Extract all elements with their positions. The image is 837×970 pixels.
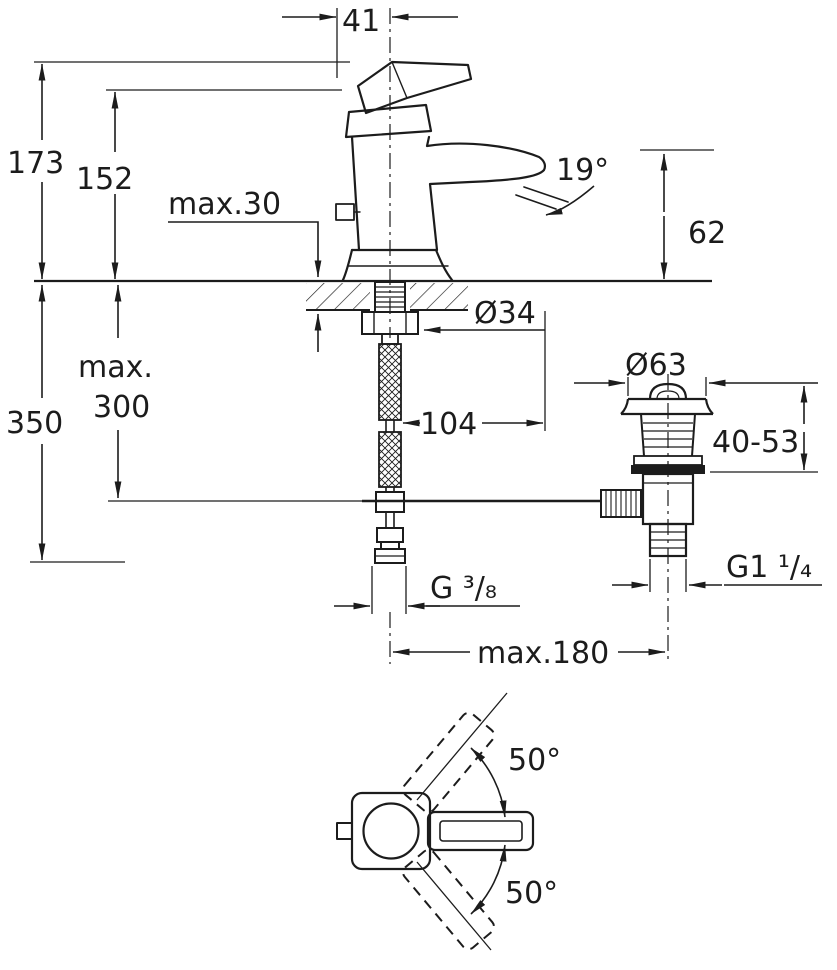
dim-max-deck-thickness-label: max.30 bbox=[168, 187, 281, 222]
dimension-labels: 41 173 152 max.30 19° 62 Ø34 max. 300 35… bbox=[6, 4, 812, 911]
dim-max-distance-label: max.180 bbox=[477, 636, 609, 671]
dim-supply-thread-label: G ³/₈ bbox=[430, 571, 497, 606]
deck-hatch-right bbox=[410, 283, 468, 310]
dim-spout-angle-label: 19° bbox=[556, 153, 609, 188]
dim-swivel-angle-up-label: 50° bbox=[508, 743, 561, 778]
drain-assembly bbox=[600, 382, 714, 558]
water-stream bbox=[515, 186, 569, 210]
hose-nut-upper bbox=[376, 527, 404, 543]
faucet-body bbox=[335, 135, 547, 252]
dim-swivel-angle-down-label: 50° bbox=[505, 876, 558, 911]
dim-drain-thread-label: G1 ¹/₄ bbox=[726, 550, 812, 585]
top-view-cartridge-circle bbox=[362, 802, 420, 860]
dim-total-below-label: 350 bbox=[6, 406, 63, 441]
faucet-handle bbox=[344, 60, 473, 139]
dim-spout-height-label: 62 bbox=[688, 216, 726, 251]
dim-total-height-label: 173 bbox=[7, 146, 64, 181]
dim-max-label: max. bbox=[78, 350, 153, 385]
dim-handle-width-label: 41 bbox=[342, 4, 380, 39]
dim-body-height-label: 152 bbox=[76, 162, 133, 197]
faucet-side-view bbox=[335, 60, 569, 282]
braided-hose-lower bbox=[378, 431, 402, 488]
shank-and-hose bbox=[361, 281, 419, 564]
dim-drain-deck-range-label: 40-53 bbox=[712, 425, 799, 460]
dim-hole-diameter-label: Ø34 bbox=[474, 296, 536, 331]
faucet-base bbox=[341, 248, 454, 282]
deck-hatch-left bbox=[306, 283, 370, 310]
faucet-top-view bbox=[336, 692, 535, 951]
dim-hose-offset-label: 104 bbox=[420, 407, 477, 442]
top-view-lever bbox=[426, 810, 535, 852]
dim-drain-flange-diameter-label: Ø63 bbox=[625, 348, 687, 383]
countertop-section bbox=[34, 279, 712, 311]
dimension-lines bbox=[30, 8, 822, 915]
dim-max-below-value-label: 300 bbox=[93, 390, 150, 425]
braided-hose-upper bbox=[378, 343, 402, 421]
